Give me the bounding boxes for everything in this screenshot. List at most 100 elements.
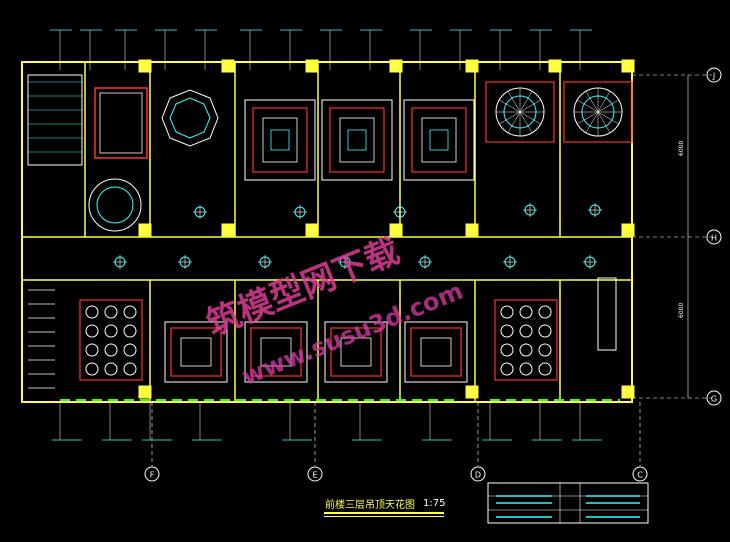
legend-table	[487, 482, 649, 524]
octagon-dome-inner	[169, 97, 211, 139]
dome-rib-0-7	[499, 99, 521, 113]
coffer-0-3-2	[123, 362, 137, 376]
coffer-1-3-1	[519, 362, 533, 376]
round-ceiling-lower-left	[88, 178, 142, 232]
recessed-ceiling-lower-3	[404, 321, 468, 383]
recessed-ceiling-upper-1	[321, 99, 393, 181]
dome-frame-1	[563, 81, 633, 143]
recessed-ceiling-lower-2-red	[330, 327, 382, 377]
ceiling-panel-a	[94, 87, 148, 159]
recessed-ceiling-lower-0-red	[170, 327, 222, 377]
recessed-ceiling-upper-0-red	[252, 107, 308, 173]
column-0	[138, 59, 152, 73]
column-10	[389, 223, 403, 237]
dome-rib-1-11	[597, 99, 619, 113]
stair-block	[27, 74, 83, 166]
recessed-ceiling-upper-1-inner	[339, 117, 375, 163]
recessed-ceiling-upper-0	[244, 99, 316, 181]
recessed-ceiling-lower-2	[324, 321, 388, 383]
recessed-ceiling-lower-1-inner	[260, 337, 292, 367]
dome-rib-1-5	[577, 111, 599, 125]
dome-rib-1-10	[597, 91, 611, 113]
column-11	[465, 223, 479, 237]
dome-rib-0-10	[519, 91, 533, 113]
building-outline	[21, 61, 633, 403]
column-14	[465, 385, 479, 399]
grid-label-bottom-0: F	[150, 471, 155, 480]
coffer-frame-1	[494, 299, 558, 381]
grid-bubble-bottom-1	[307, 466, 323, 482]
recessed-ceiling-upper-2	[403, 99, 475, 181]
dome-rib-0-11	[519, 99, 541, 113]
dome-rib-0-1	[519, 111, 541, 125]
column-12	[621, 223, 635, 237]
drawing-scale: 1:75	[423, 497, 446, 509]
column-shaft-right	[597, 277, 617, 351]
column-6	[621, 59, 635, 73]
recessed-ceiling-upper-0-core	[270, 129, 290, 151]
column-4	[465, 59, 479, 73]
coffer-0-2-2	[123, 343, 137, 357]
dome-rib-1-2	[597, 111, 611, 133]
recessed-ceiling-upper-2-core	[429, 129, 449, 151]
title-underline	[324, 512, 444, 514]
grid-label-right-2: G	[711, 395, 717, 404]
coffer-0-3-1	[104, 362, 118, 376]
coffer-0-2-1	[104, 343, 118, 357]
drawing-title-block: 前楼三层吊顶天花图 1:75	[325, 495, 445, 511]
coffer-0-1-2	[123, 324, 137, 338]
column-3	[389, 59, 403, 73]
grid-bubble-bottom-3	[632, 466, 648, 482]
dome-rib-0-2	[519, 111, 533, 133]
coffer-1-1-0	[500, 324, 514, 338]
coffer-frame-0	[79, 299, 143, 381]
column-7	[138, 223, 152, 237]
recessed-ceiling-lower-2-inner	[340, 337, 372, 367]
dome-rib-1-8	[585, 91, 599, 113]
recessed-ceiling-upper-0-inner	[262, 117, 298, 163]
dome-rib-1-4	[585, 111, 599, 133]
recessed-ceiling-lower-3-inner	[420, 337, 452, 367]
recessed-ceiling-lower-0-inner	[180, 337, 212, 367]
octagon-dome	[161, 89, 219, 147]
coffer-0-3-0	[85, 362, 99, 376]
coffer-1-0-0	[500, 305, 514, 319]
column-8	[221, 223, 235, 237]
grid-label-bottom-3: C	[637, 471, 643, 480]
coffer-1-1-2	[538, 324, 552, 338]
grid-label-right-0: J	[712, 72, 715, 81]
column-1	[221, 59, 235, 73]
round-ceiling-lower-left-inner	[96, 186, 134, 224]
dome-rib-0-8	[507, 91, 521, 113]
coffer-1-2-2	[538, 343, 552, 357]
dome-rib-0-4	[507, 111, 521, 133]
coffer-1-1-1	[519, 324, 533, 338]
column-5	[548, 59, 562, 73]
coffer-0-0-1	[104, 305, 118, 319]
coffer-0-0-0	[85, 305, 99, 319]
grid-label-right-1: H	[711, 234, 717, 243]
coffer-0-2-0	[85, 343, 99, 357]
dome-rib-0-5	[499, 111, 521, 125]
dome-frame-0	[485, 81, 555, 143]
recessed-ceiling-lower-1-red	[250, 327, 302, 377]
coffer-1-0-2	[538, 305, 552, 319]
column-15	[621, 385, 635, 399]
coffer-0-0-2	[123, 305, 137, 319]
coffer-0-1-0	[85, 324, 99, 338]
grid-bubble-right-1	[706, 229, 722, 245]
coffer-1-0-1	[519, 305, 533, 319]
coffer-1-3-0	[500, 362, 514, 376]
recessed-ceiling-upper-1-red	[329, 107, 385, 173]
grid-label-bottom-1: E	[312, 471, 317, 480]
ceiling-panel-a-inner	[99, 92, 143, 154]
dome-rib-1-1	[597, 111, 619, 125]
coffer-1-3-2	[538, 362, 552, 376]
coffer-0-1-1	[104, 324, 118, 338]
dome-rib-1-7	[577, 99, 599, 113]
recessed-ceiling-upper-2-inner	[421, 117, 457, 163]
column-9	[305, 223, 319, 237]
recessed-ceiling-upper-2-red	[411, 107, 467, 173]
coffer-1-2-0	[500, 343, 514, 357]
